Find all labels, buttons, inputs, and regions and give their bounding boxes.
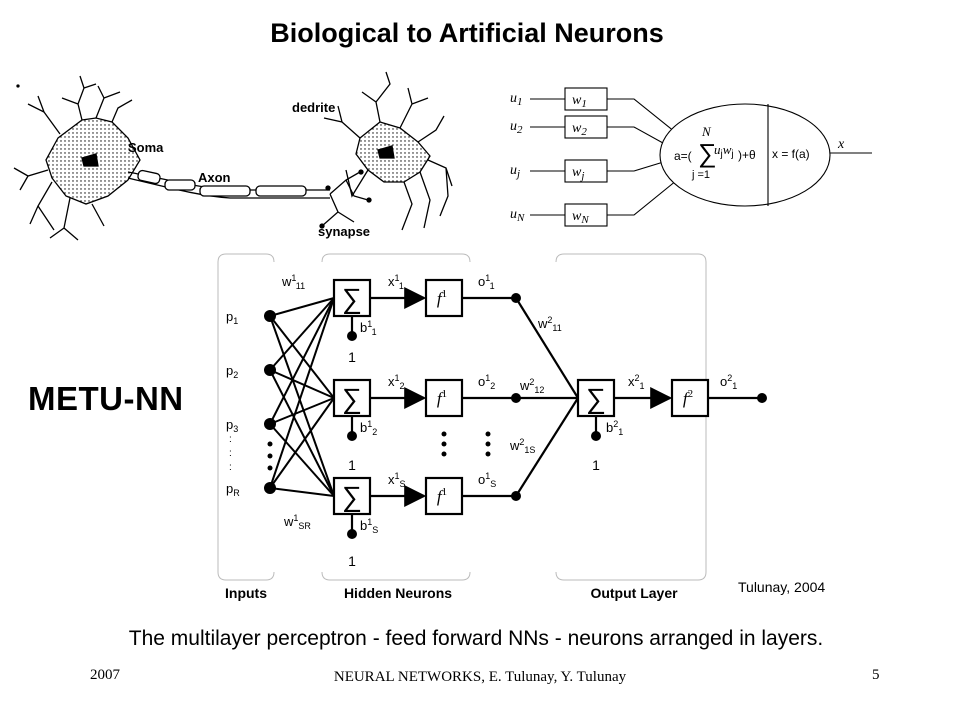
svg-text::: : — [229, 448, 232, 459]
activation-function: x = f(a) — [772, 147, 810, 161]
metu-nn-label: METU-NN — [28, 380, 184, 417]
transfer-glyphs: f1 f1 f1 f2 — [437, 288, 693, 506]
weight-w1sr: w1SR — [283, 513, 311, 531]
svg-text:o12: o12 — [478, 373, 495, 391]
svg-text:w21S: w21S — [509, 437, 535, 455]
sum-expression-close: )+θ — [738, 148, 756, 162]
footer-center: NEURAL NETWORKS, E. Tulunay, Y. Tulunay — [333, 669, 627, 685]
output-x-label: x21 — [628, 373, 645, 391]
svg-text:pR: pR — [226, 481, 240, 498]
hidden-x-labels: x11 x12 x1S — [388, 273, 406, 489]
hidden-o-labels: o11 o12 o1S — [478, 273, 496, 489]
svg-text::: : — [229, 462, 232, 473]
sum-upper-limit: N — [701, 124, 712, 139]
footer-year: 2007 — [90, 667, 120, 683]
svg-text:∑: ∑ — [586, 383, 606, 414]
label-hidden-neurons: Hidden Neurons — [344, 585, 452, 601]
svg-text:u2: u2 — [510, 119, 523, 136]
mlp-input-labels: p1 p2 p3 pR : : : — [226, 309, 240, 498]
svg-text:∑: ∑ — [342, 383, 362, 414]
bias-ones: 1 1 1 1 — [348, 349, 600, 569]
svg-text:u1: u1 — [510, 91, 523, 108]
svg-text:p2: p2 — [226, 363, 238, 380]
svg-text:wN: wN — [572, 209, 589, 226]
sum-symbol: ∑ — [698, 138, 717, 168]
credit-label: Tulunay, 2004 — [738, 579, 826, 595]
neuron-inputs: u1 u2 uj uN — [510, 91, 525, 224]
svg-text:1: 1 — [592, 457, 600, 473]
svg-text:∑: ∑ — [342, 481, 362, 512]
svg-text:b12: b12 — [360, 419, 377, 437]
svg-text:o11: o11 — [478, 273, 495, 291]
nucleus-left — [81, 153, 99, 167]
svg-text:uj: uj — [510, 163, 520, 180]
label-output-layer: Output Layer — [590, 585, 678, 601]
svg-text::: : — [229, 434, 232, 445]
slide-caption: The multilayer perceptron - feed forward… — [128, 627, 824, 650]
svg-text:f1: f1 — [437, 388, 447, 408]
dedrite-label: dedrite — [292, 100, 335, 115]
svg-text:1: 1 — [348, 457, 356, 473]
svg-text:1: 1 — [348, 349, 356, 365]
svg-text:∑: ∑ — [342, 283, 362, 314]
svg-text:w211: w211 — [537, 315, 562, 333]
svg-text:x1S: x1S — [388, 471, 406, 489]
sum-expression-open: a=( — [674, 149, 692, 163]
output-o-label: o21 — [720, 373, 737, 391]
section-labels: Inputs Hidden Neurons Output Layer — [225, 585, 678, 601]
mlp-diagram — [217, 253, 767, 581]
svg-text:f1: f1 — [437, 288, 447, 308]
svg-text:p3: p3 — [226, 417, 238, 434]
neuron-weights: w1 w2 wj wN — [572, 93, 589, 226]
nucleus-right — [377, 145, 395, 159]
axon-label: Axon — [198, 170, 231, 185]
svg-text:1: 1 — [348, 553, 356, 569]
neuron-output: x — [837, 137, 845, 152]
svg-text:w212: w212 — [519, 377, 544, 395]
svg-text:b11: b11 — [360, 319, 377, 337]
synapse-label: synapse — [318, 224, 370, 239]
soma-label: Soma — [128, 140, 164, 155]
sum-term: ujwj — [714, 142, 734, 160]
biological-neuron — [13, 71, 453, 241]
label-inputs: Inputs — [225, 585, 267, 601]
svg-text:uN: uN — [510, 207, 525, 224]
svg-text:f1: f1 — [437, 486, 447, 506]
svg-text:o1S: o1S — [478, 471, 496, 489]
svg-text:w2: w2 — [572, 121, 587, 138]
footer-page-number: 5 — [872, 667, 880, 683]
slide-title: Biological to Artificial Neurons — [270, 18, 664, 48]
svg-text:wj: wj — [572, 165, 584, 182]
output-weight-labels: w211 w212 w21S — [509, 315, 562, 455]
sum-glyphs: ∑ ∑ ∑ ∑ — [342, 283, 606, 512]
weight-w111: w111 — [281, 273, 305, 291]
svg-text:b1S: b1S — [360, 517, 378, 535]
output-b-label: b21 — [606, 419, 623, 437]
svg-text:w1: w1 — [572, 93, 587, 110]
svg-text:p1: p1 — [226, 309, 238, 326]
svg-text:f2: f2 — [683, 388, 693, 408]
sum-lower-limit: j =1 — [691, 169, 710, 181]
svg-text:x11: x11 — [388, 273, 404, 291]
svg-text:x12: x12 — [388, 373, 405, 391]
artificial-neuron — [530, 87, 872, 227]
